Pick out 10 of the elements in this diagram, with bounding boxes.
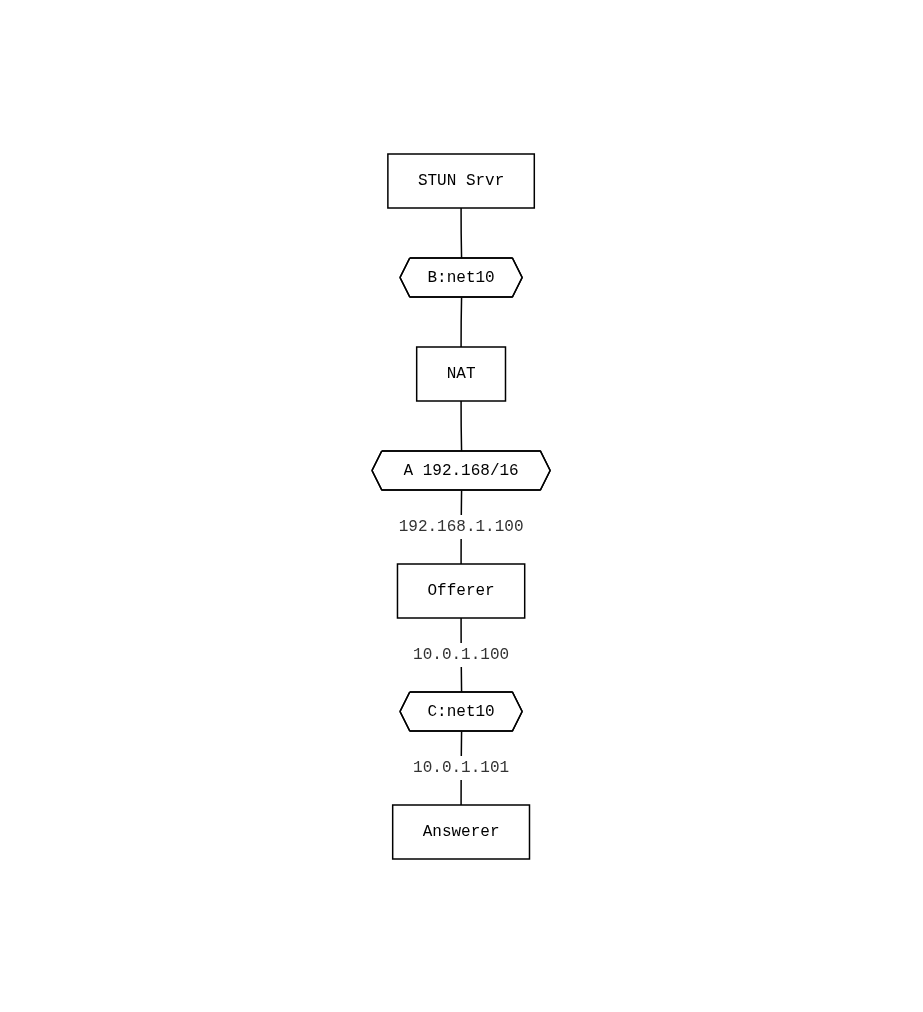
node-box: NAT: [416, 345, 507, 402]
edge-label: 10.0.1.100: [413, 645, 510, 664]
edge-label: 10.0.1.101: [413, 758, 510, 777]
node-box: Offerer: [397, 562, 526, 619]
edge-label: 192.168.1.100: [399, 517, 524, 536]
node-box: Answerer: [392, 803, 531, 860]
node-box: STUN Srvr: [387, 152, 536, 209]
connector: [460, 296, 463, 348]
connector: [460, 399, 463, 452]
connector: [460, 206, 463, 259]
